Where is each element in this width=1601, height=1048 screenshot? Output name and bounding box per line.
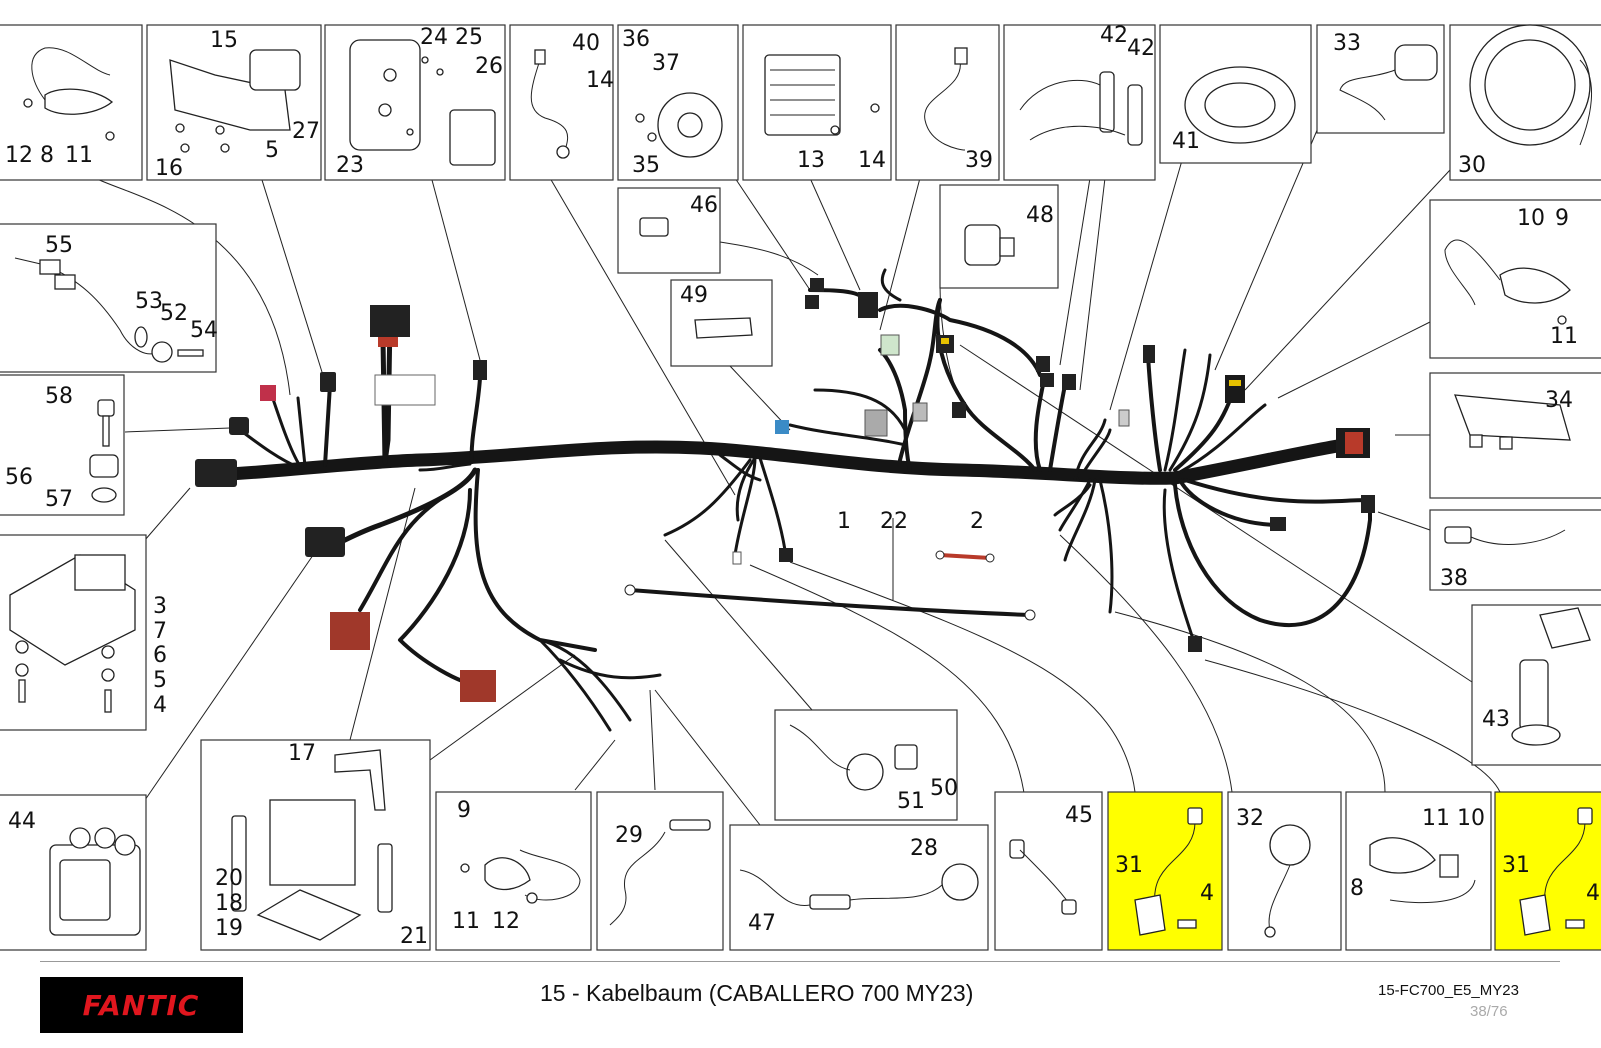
callout-24: 24 — [420, 25, 448, 50]
callout-55: 55 — [45, 233, 73, 258]
callout-20: 20 — [215, 866, 243, 891]
callout-13: 13 — [797, 148, 825, 173]
callout-45: 45 — [1065, 803, 1093, 828]
callout-18: 18 — [215, 891, 243, 916]
callout-37: 37 — [652, 51, 680, 76]
part-sketches — [9, 24, 1593, 941]
fantic-logo: FANTIC — [40, 977, 243, 1033]
wiring-harness — [208, 268, 1372, 732]
callout-42-b: 42 — [1127, 36, 1155, 61]
callout-5: 5 — [265, 138, 279, 163]
callout-11-r: 11 — [1550, 324, 1578, 349]
callout-8-c: 8 — [1350, 876, 1364, 901]
callout-21: 21 — [400, 924, 428, 949]
callout-10: 10 — [1517, 206, 1545, 231]
svg-text:FANTIC: FANTIC — [83, 989, 200, 1022]
callout-58: 58 — [45, 384, 73, 409]
callout-19: 19 — [215, 916, 243, 941]
callout-12-b: 12 — [492, 909, 520, 934]
callout-22: 22 — [880, 509, 908, 534]
callout-17: 17 — [288, 741, 316, 766]
callout-49: 49 — [680, 283, 708, 308]
callout-43: 43 — [1482, 707, 1510, 732]
callout-3: 3 — [153, 594, 167, 619]
callout-4: 4 — [153, 693, 167, 718]
callout-39: 39 — [965, 148, 993, 173]
callout-10-c: 10 — [1457, 806, 1485, 831]
callout-6: 6 — [153, 643, 167, 668]
callout-14: 14 — [586, 68, 614, 93]
callout-1: 1 — [837, 509, 851, 534]
callout-54: 54 — [190, 318, 218, 343]
callout-27: 27 — [292, 119, 320, 144]
callout-16: 16 — [155, 156, 183, 181]
callout-44: 44 — [8, 809, 36, 834]
harness-connectors — [195, 278, 1375, 702]
callout-28: 28 — [910, 836, 938, 861]
callout-57: 57 — [45, 487, 73, 512]
callout-34: 34 — [1545, 388, 1573, 413]
document-code: 15-FC700_E5_MY23 — [1378, 982, 1519, 999]
callout-48: 48 — [1026, 203, 1054, 228]
callout-2: 2 — [970, 509, 984, 534]
page-number: 38/76 — [1470, 1003, 1508, 1020]
callout-26: 26 — [475, 54, 503, 79]
callout-11-c: 11 — [1422, 806, 1450, 831]
callout-51: 51 — [897, 789, 925, 814]
callout-31: 31 — [1115, 853, 1143, 878]
callout-11: 11 — [65, 143, 93, 168]
callout-36: 36 — [622, 27, 650, 52]
callout-31-b: 31 — [1502, 853, 1530, 878]
footer-divider — [40, 961, 1560, 962]
callout-38: 38 — [1440, 566, 1468, 591]
callout-46: 46 — [690, 193, 718, 218]
callout-12: 12 — [5, 143, 33, 168]
callout-42: 42 — [1100, 23, 1128, 48]
callout-35: 35 — [632, 153, 660, 178]
callout-14-b: 14 — [858, 148, 886, 173]
callout-4-a: 4 — [1200, 881, 1214, 906]
callout-7: 7 — [153, 619, 167, 644]
callout-8: 8 — [40, 143, 54, 168]
callout-32: 32 — [1236, 806, 1264, 831]
callout-40: 40 — [572, 31, 600, 56]
callout-5-b: 5 — [153, 668, 167, 693]
callout-53: 53 — [135, 289, 163, 314]
page-title: 15 - Kabelbaum (CABALLERO 700 MY23) — [540, 980, 974, 1006]
callout-30: 30 — [1458, 153, 1486, 178]
callout-9: 9 — [1555, 206, 1569, 231]
wiring-harness-diagram: 12 8 11 15 16 5 27 24 25 26 23 40 14 36 … — [0, 23, 1601, 951]
callout-52: 52 — [160, 301, 188, 326]
callout-29: 29 — [615, 823, 643, 848]
callout-41: 41 — [1172, 129, 1200, 154]
callout-50: 50 — [930, 776, 958, 801]
callout-labels: 12 8 11 15 16 5 27 24 25 26 23 40 14 36 … — [5, 23, 1600, 949]
callout-56: 56 — [5, 465, 33, 490]
callout-47: 47 — [748, 911, 776, 936]
callout-4-b: 4 — [1586, 881, 1600, 906]
callout-23: 23 — [336, 153, 364, 178]
callout-9-b: 9 — [457, 798, 471, 823]
callout-25: 25 — [455, 25, 483, 50]
callout-33: 33 — [1333, 31, 1361, 56]
callout-15: 15 — [210, 28, 238, 53]
callout-11-b: 11 — [452, 909, 480, 934]
